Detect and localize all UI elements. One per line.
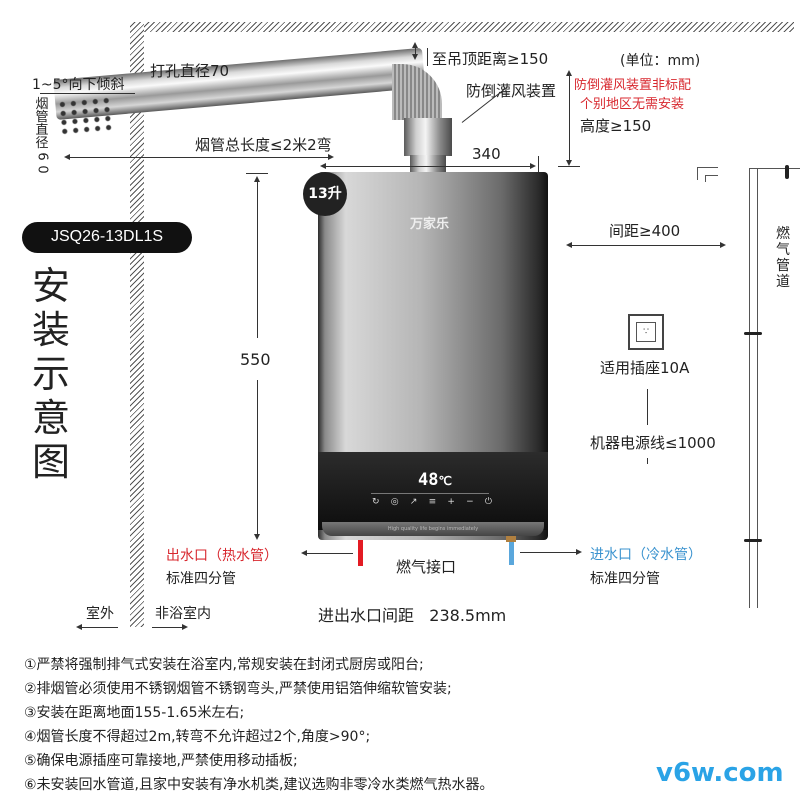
indoor-arrow (152, 624, 188, 630)
cabinet-outline-inner (705, 175, 718, 182)
note-item: ②排烟管必须使用不锈钢烟管不锈钢弯头,严禁使用铝箔伸缩软管安装; (24, 681, 452, 697)
power-button-icon[interactable]: ⏻ (484, 497, 492, 507)
flue-total-length-label: 烟管总长度≤2米2弯 (195, 136, 332, 154)
model-badge: JSQ26-13DL1S (22, 222, 192, 253)
outdoor-arrow (76, 624, 118, 630)
outdoor-label: 室外 (86, 606, 114, 622)
power-socket-icon: ∵ (628, 314, 664, 350)
flue-elbow (392, 64, 442, 120)
tilt-label: 1~5°向下倾斜 (32, 77, 125, 93)
gas-pipe-label: 燃 气 管 道 (776, 226, 790, 290)
flue-vent-holes (56, 95, 115, 137)
installation-notes: ①严禁将强制排气式安装在浴室内,常规安装在封闭式厨房或阳台; ②排烟管必须使用不… (24, 653, 493, 797)
outlet-label: 出水口（热水管） (166, 548, 278, 564)
wifi-button-icon[interactable]: ↗ (409, 497, 418, 507)
cabinet-outline (697, 167, 718, 180)
gas-inlet-label: 燃气接口 (396, 558, 457, 576)
height-550-arrow-down (254, 380, 260, 540)
outlet-sub-label: 标准四分管 (166, 571, 236, 587)
spacing-label: 间距≥400 (609, 222, 681, 240)
gas-pipe-top (749, 168, 800, 176)
minus-button-icon[interactable]: − (466, 497, 474, 507)
ceiling-gap-bar (427, 48, 428, 66)
spacing-arrow (566, 242, 726, 248)
anti-backdraft-label: 防倒灌风装置 (466, 82, 557, 100)
socket-label: 适用插座10A (600, 359, 690, 377)
power-cord-line-2 (647, 458, 648, 464)
ceiling (144, 22, 794, 32)
port-spacing-label: 进出水口间距 238.5mm (318, 606, 507, 625)
panel-divider (371, 493, 489, 494)
anti-backdraft-device (404, 118, 452, 156)
ceiling-gap-arrow (412, 42, 418, 60)
height-150-label: 高度≥150 (580, 117, 652, 135)
page-title-vertical: 安 装 示 意 图 (31, 264, 70, 484)
bath-button-icon[interactable]: ≡ (428, 497, 437, 507)
width-340-label: 340 (472, 145, 501, 163)
inlet-label: 进水口（冷水管） (590, 547, 702, 563)
note-item: ④烟管长度不得超过2m,转弯不允许超过2个,角度>90°; (24, 729, 371, 745)
note-item: ①严禁将强制排气式安装在浴室内,常规安装在封闭式厨房或阳台; (24, 657, 424, 673)
gas-pipe-clamp-top (785, 165, 789, 179)
width-340-tick (538, 156, 539, 172)
gas-pipe (749, 168, 758, 608)
panel-buttons: ↻ ◎ ↗ ≡ + − ⏻ (372, 497, 492, 509)
plus-button-icon[interactable]: + (447, 497, 455, 507)
inlet-sub-label: 标准四分管 (590, 571, 660, 587)
height-550-top-tick (246, 173, 268, 174)
indoor-label: 非浴室内 (155, 606, 211, 622)
height-150-arrow (566, 70, 572, 166)
height-550-arrow-up (254, 176, 260, 338)
hole-diameter-label: 打孔直径70 (150, 62, 230, 80)
ceiling-distance-label: 至吊顶距离≥150 (432, 50, 549, 68)
gas-pipe-clamp-low (744, 539, 762, 542)
anti-backdraft-note-1: 防倒灌风装置非标配 (574, 78, 692, 93)
cold-water-pipe (509, 539, 514, 565)
height-550-label: 550 (240, 350, 271, 369)
mode-button-icon[interactable]: ◎ (390, 497, 399, 507)
power-cord-line-1 (647, 389, 648, 425)
width-340-arrow (320, 163, 536, 169)
control-panel (318, 452, 548, 530)
height-150-base (558, 166, 580, 167)
note-item: ⑤确保电源插座可靠接地,严禁使用移动插板; (24, 753, 298, 769)
unit-note: (单位：mm) (620, 53, 701, 69)
anti-backdraft-note-2: 个别地区无需安装 (580, 97, 685, 112)
tagline-strip: High quality life begins immediately (322, 522, 544, 536)
hot-water-pipe (358, 540, 363, 566)
flue-collar (410, 155, 446, 173)
note-item: ⑥未安装回水管道,且家中安装有净水机类,建议选购非零冷水类燃气热水器。 (24, 777, 494, 793)
outlet-arrow (301, 550, 353, 556)
pipe-diameter-label: 烟 管 直 径 6 0 (34, 97, 50, 174)
saving-button-icon[interactable]: ↻ (372, 497, 380, 507)
wall-exterior (130, 22, 144, 627)
temperature-display: 48℃ (418, 470, 452, 490)
gas-pipe-clamp-mid (744, 332, 762, 335)
capacity-badge: 13升 (303, 172, 347, 216)
note-item: ③安装在距离地面155-1.65米左右; (24, 705, 245, 721)
inlet-arrow (520, 549, 582, 555)
watermark: v6w.com (656, 758, 784, 788)
power-cord-label: 机器电源线≤1000 (590, 434, 716, 452)
flue-length-arrow (64, 154, 334, 160)
gas-connector (506, 536, 516, 542)
tilt-line (40, 93, 135, 94)
brand-logo: 万家乐 (410, 217, 450, 232)
